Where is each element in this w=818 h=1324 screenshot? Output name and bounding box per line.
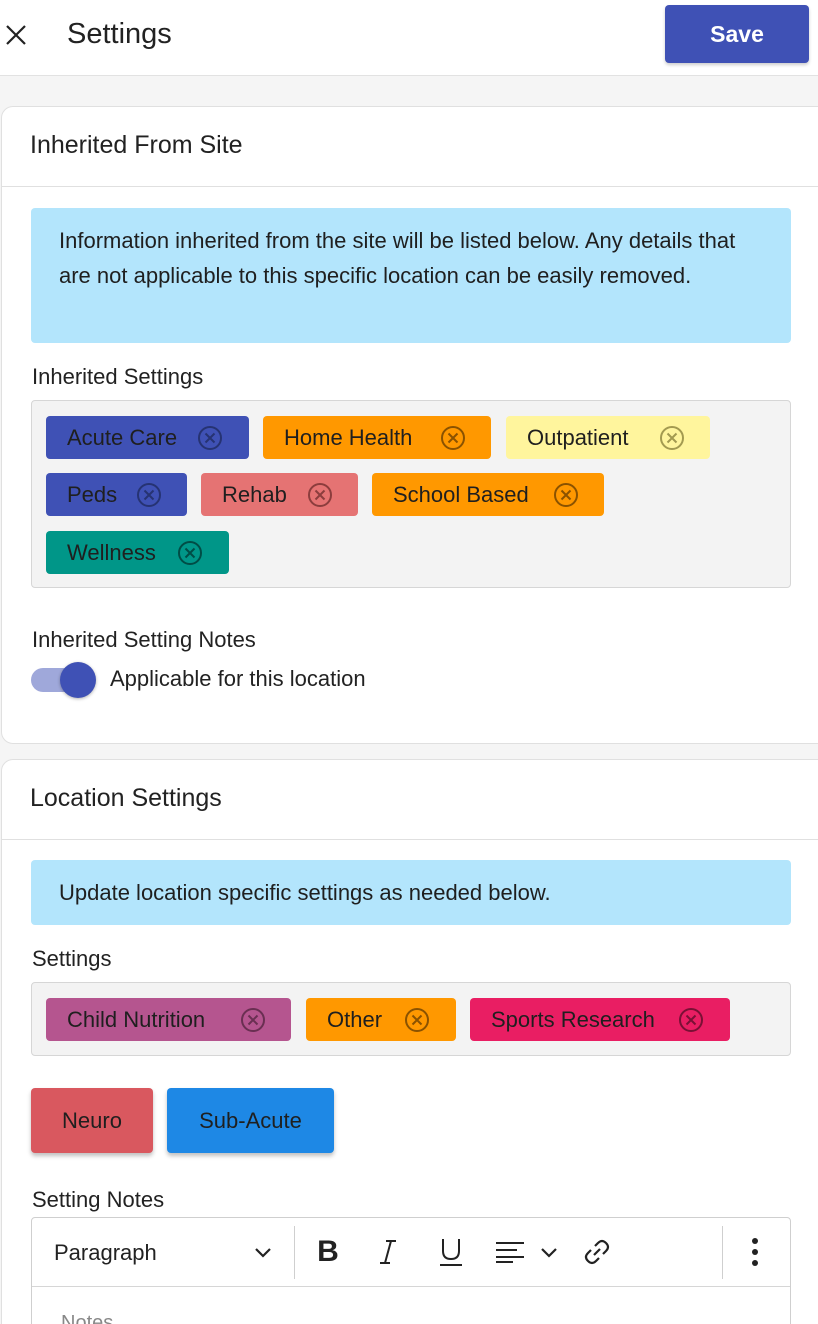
settings-label: Settings — [32, 946, 112, 971]
save-button[interactable]: Save — [665, 5, 809, 63]
chevron-down-icon[interactable] — [538, 1242, 560, 1264]
setting-notes-label: Setting Notes — [32, 1187, 165, 1212]
chip-label: Home Health — [284, 424, 413, 450]
remove-chip-icon[interactable] — [440, 425, 466, 451]
align-icon[interactable] — [494, 1234, 526, 1270]
chevron-down-icon[interactable] — [252, 1242, 274, 1264]
remove-chip-icon[interactable] — [404, 1007, 430, 1033]
chip-outpatient: Outpatient — [506, 416, 710, 459]
inherited-info-banner: Information inherited from the site will… — [31, 208, 791, 343]
bold-icon[interactable]: B — [317, 1235, 339, 1268]
more-vertical-icon[interactable] — [742, 1234, 768, 1270]
chip-wellness: Wellness — [46, 531, 229, 574]
location-card-header — [2, 760, 818, 840]
remove-chip-icon[interactable] — [553, 482, 579, 508]
chip-label: Rehab — [222, 481, 287, 507]
notes-placeholder[interactable]: Notes — [61, 1312, 114, 1324]
page-title: Settings — [67, 18, 172, 50]
remove-chip-icon[interactable] — [678, 1007, 704, 1033]
inherited-card-header — [2, 107, 818, 187]
remove-chip-icon[interactable] — [197, 425, 223, 451]
chip-acute-care: Acute Care — [46, 416, 249, 459]
block-format-select[interactable]: Paragraph — [54, 1240, 157, 1266]
toolbar-divider — [722, 1226, 723, 1279]
chip-school-based: School Based — [372, 473, 604, 516]
chip-home-health: Home Health — [263, 416, 491, 459]
location-info-banner: Update location specific settings as nee… — [31, 860, 791, 925]
chip-other: Other — [306, 998, 456, 1041]
location-card-title: Location Settings — [30, 784, 222, 812]
top-bar: Settings Save — [0, 0, 818, 76]
italic-icon[interactable] — [372, 1234, 404, 1270]
chip-label: Acute Care — [67, 424, 178, 450]
chip-peds: Peds — [46, 473, 187, 516]
remove-chip-icon[interactable] — [136, 482, 162, 508]
remove-chip-icon[interactable] — [177, 540, 203, 566]
applicable-toggle-label: Applicable for this location — [110, 666, 366, 691]
chip-child-nutrition: Child Nutrition — [46, 998, 291, 1041]
remove-chip-icon[interactable] — [307, 482, 333, 508]
inherited-notes-label: Inherited Setting Notes — [32, 627, 256, 652]
chip-label: Child Nutrition — [67, 1006, 206, 1032]
chip-rehab: Rehab — [201, 473, 358, 516]
link-icon[interactable] — [580, 1234, 614, 1270]
chip-label: School Based — [393, 481, 529, 507]
add-neuro-button[interactable]: Neuro — [31, 1088, 153, 1153]
toolbar-divider — [294, 1226, 295, 1279]
block-format-value: Paragraph — [54, 1240, 157, 1265]
remove-chip-icon[interactable] — [240, 1007, 266, 1033]
add-sub-acute-button[interactable]: Sub-Acute — [167, 1088, 334, 1153]
applicable-toggle-knob[interactable] — [60, 662, 96, 698]
underline-icon[interactable] — [435, 1234, 467, 1270]
close-icon[interactable] — [2, 20, 30, 50]
editor-toolbar: Paragraph B — [32, 1218, 790, 1287]
notes-editor: Paragraph B Notes — [31, 1217, 791, 1324]
chip-label: Outpatient — [527, 424, 629, 450]
chip-label: Wellness — [67, 539, 156, 565]
inherited-card-title: Inherited From Site — [30, 131, 243, 159]
chip-label: Peds — [67, 481, 118, 507]
inherited-settings-label: Inherited Settings — [32, 364, 204, 389]
chip-label: Sports Research — [491, 1006, 655, 1032]
remove-chip-icon[interactable] — [659, 425, 685, 451]
chip-label: Other — [327, 1006, 383, 1032]
chip-sports-research: Sports Research — [470, 998, 730, 1041]
